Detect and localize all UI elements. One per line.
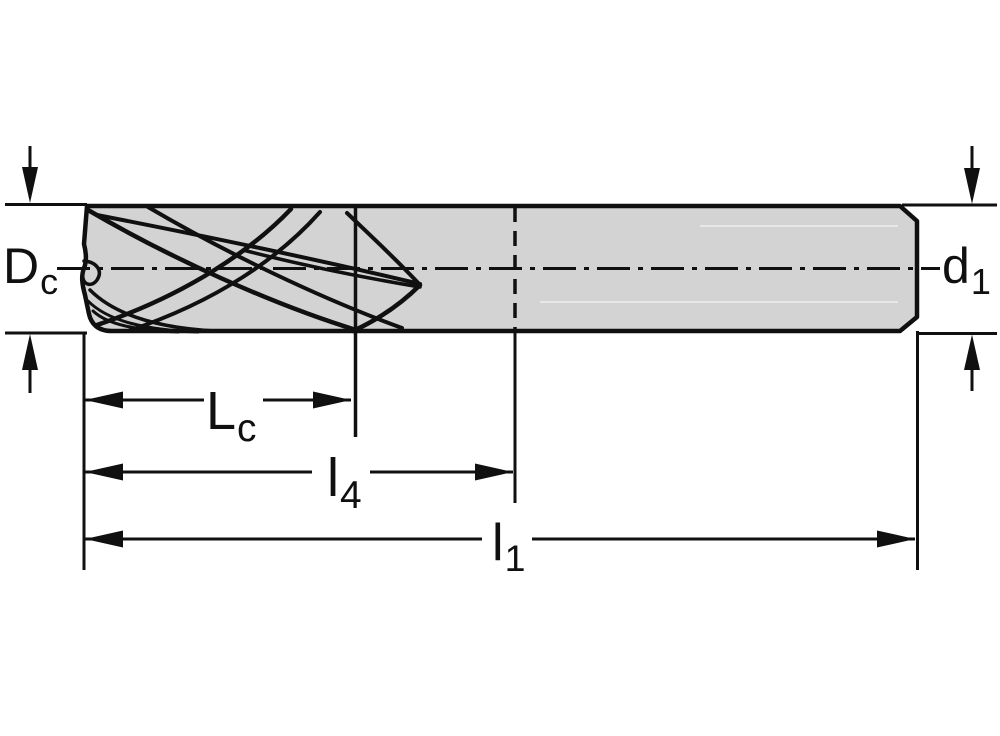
arrow-left-icon [85,463,123,481]
arrow-left-icon [85,391,123,409]
arrow-left-icon [85,530,123,548]
label-subscript: 1 [504,537,526,580]
l4-dimension-line [85,463,513,481]
label-subscript: 1 [970,260,991,302]
label-subscript: c [237,406,257,450]
arrow-right-icon [313,391,351,409]
arrow-down-icon [22,167,38,203]
dc-dimension-arrows [22,146,38,393]
l1-dimension-line [85,530,915,548]
arrow-up-icon [22,334,38,370]
label-main: L [206,381,237,441]
arrow-right-icon [877,530,915,548]
label-main: D [3,238,40,294]
lc-dimension-line [85,391,351,409]
label-subscript: c [40,260,59,302]
arrow-up-icon [964,334,980,370]
label-main: d [942,238,970,294]
arrow-down-icon [964,168,980,204]
extension-lines [5,203,997,570]
label-shank-diameter: d1 [942,238,991,299]
label-subscript: 4 [340,473,362,517]
label-length-l4: l4 [327,448,362,515]
label-overall-length: l1 [492,514,525,577]
label-cutting-diameter: Dc [3,238,58,299]
label-cutting-length: Lc [206,381,256,448]
shank-highlight [540,225,898,303]
arrow-right-icon [475,463,513,481]
label-main: l [327,448,339,508]
label-main: l [492,514,504,572]
d1-dimension-arrows [964,146,980,391]
